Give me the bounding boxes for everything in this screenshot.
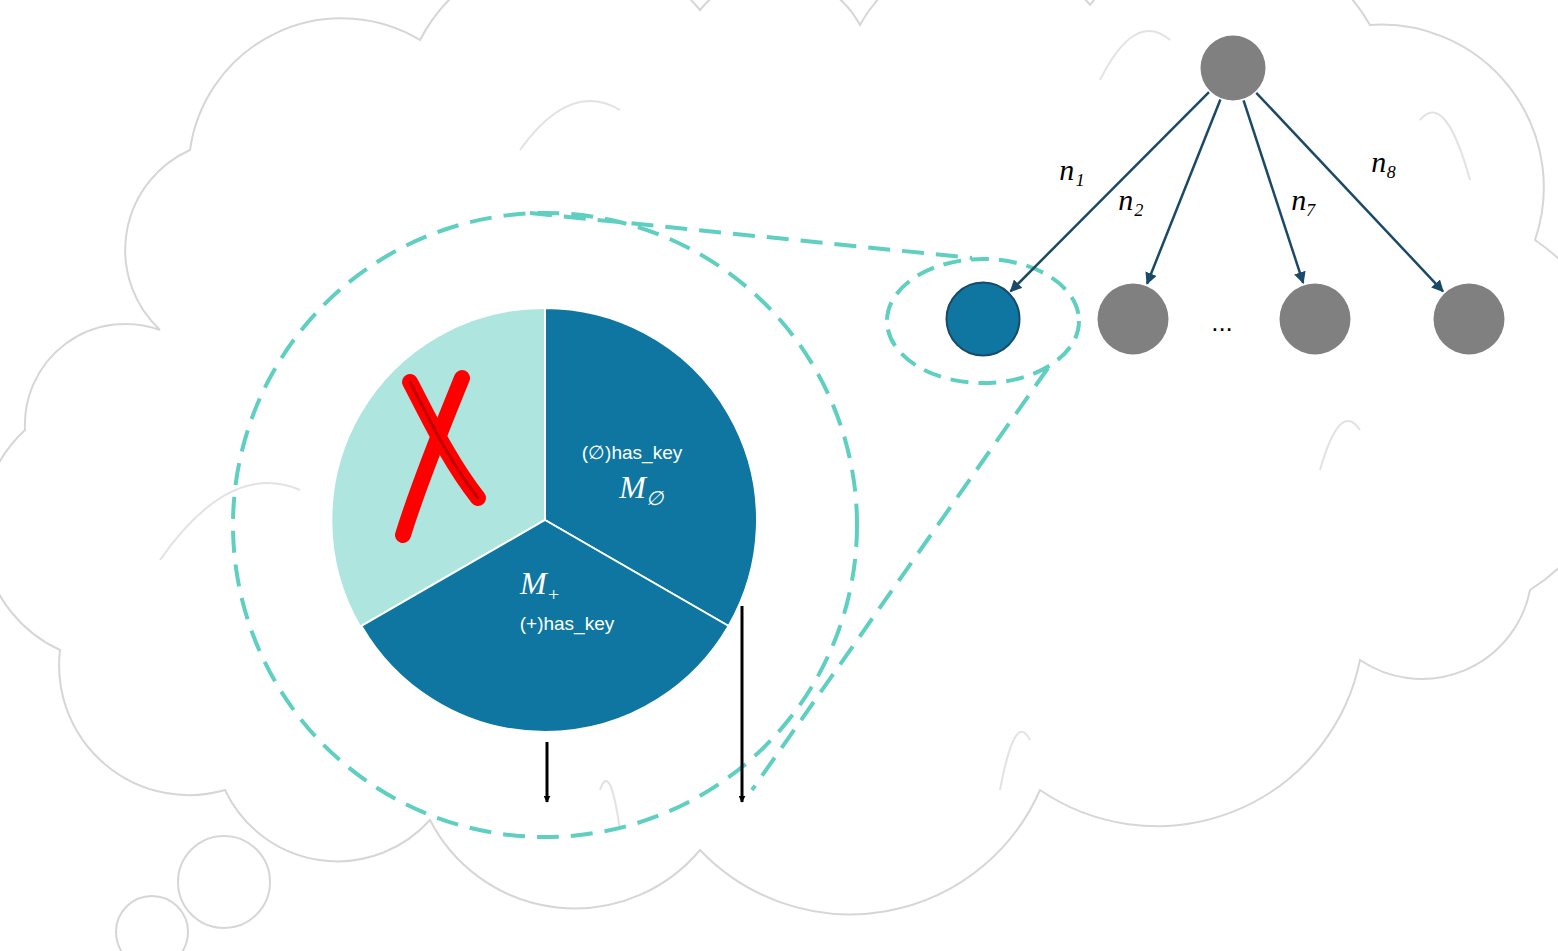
node-circle — [1434, 284, 1505, 355]
zoom-focus-ellipse — [887, 259, 1079, 383]
cloud-fold — [160, 483, 300, 560]
pie-wedge — [333, 308, 757, 732]
segment-label: (∅)has_key — [582, 443, 682, 462]
tree-node — [1278, 282, 1352, 356]
zoom-line — [530, 213, 972, 258]
edge-label: n₂ — [1116, 185, 1145, 215]
edge-label: n₈ — [1369, 147, 1398, 177]
output-arrow — [546, 742, 549, 802]
cloud-fold — [1100, 31, 1170, 80]
tree-edge — [1256, 93, 1443, 292]
red-cross — [403, 378, 478, 535]
cloud-outline — [0, 0, 1558, 914]
tree-edge — [1011, 92, 1209, 291]
node-circle — [1280, 284, 1351, 355]
pie-segment: M+ (+)has_key — [333, 308, 757, 732]
cloud-fold — [1320, 421, 1360, 470]
node-circle — [1096, 282, 1170, 356]
zoom-circle — [233, 213, 857, 837]
edge-label: n₇ — [1289, 185, 1318, 215]
node-circle — [1432, 282, 1506, 356]
node-circle — [1199, 34, 1267, 102]
cloud-fold — [1420, 113, 1470, 181]
zoom-line — [752, 368, 1048, 790]
tree-edge — [1147, 100, 1220, 284]
node-circle — [945, 281, 1021, 357]
edge-label: n₁ — [1057, 155, 1086, 185]
cloud-fold — [1000, 732, 1030, 790]
node-circle — [947, 283, 1020, 356]
set-symbol: M+ — [520, 567, 560, 604]
tree-node — [945, 281, 1021, 357]
cloud-outline — [0, 0, 1558, 914]
small-cloud-bubble — [178, 836, 270, 928]
small-cloud-bubble — [116, 896, 188, 951]
pie-wedge — [361, 520, 728, 732]
segment-label: (+)has_key — [520, 614, 615, 633]
tree-node — [1096, 282, 1170, 356]
cloud-fold — [600, 781, 620, 830]
set-symbol: M∅ — [619, 471, 663, 508]
node-circle — [1201, 36, 1266, 101]
output-arrow — [741, 606, 744, 802]
node-circle — [1098, 284, 1169, 355]
cloud-fold — [520, 101, 620, 150]
tree-node — [1199, 34, 1267, 102]
ellipsis-label: ... — [1211, 309, 1233, 335]
node-circle — [1278, 282, 1352, 356]
tree-node — [1432, 282, 1506, 356]
